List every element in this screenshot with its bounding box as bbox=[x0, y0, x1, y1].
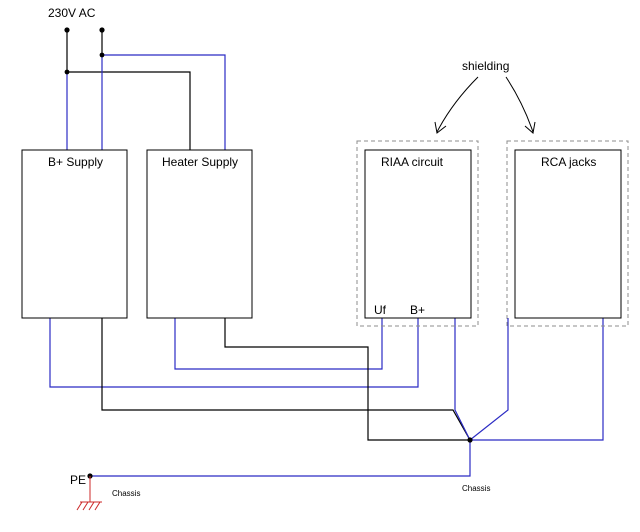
rca-jacks-box bbox=[514, 149, 622, 319]
ac-input-label: 230V AC bbox=[48, 6, 96, 20]
rca-shielding-outline bbox=[506, 140, 629, 327]
heater-supply-box bbox=[146, 149, 253, 319]
pe-label: PE bbox=[70, 473, 86, 487]
shielding-arrow-right bbox=[505, 76, 536, 134]
heater-supply-label: Heater Supply bbox=[162, 155, 238, 169]
ac-junction-right bbox=[99, 52, 105, 58]
star-ground-point bbox=[467, 437, 473, 443]
chassis-label-right: Chassis bbox=[462, 484, 490, 493]
ground-hatch bbox=[82, 501, 89, 511]
bplus-terminal-label: B+ bbox=[410, 303, 425, 317]
riaa-circuit-box bbox=[364, 149, 472, 319]
bsupply-return-wire bbox=[101, 318, 471, 441]
shielding-arrow-left-shaft bbox=[436, 76, 479, 133]
ac-wiring bbox=[64, 30, 226, 150]
shielding-arrow-left bbox=[434, 76, 479, 134]
b-supply-label: B+ Supply bbox=[48, 155, 103, 169]
chassis-link-wire bbox=[90, 440, 471, 477]
ground-hatch bbox=[88, 501, 95, 511]
riaa-circuit-label: RIAA circuit bbox=[381, 155, 444, 169]
chassis-ground-symbol bbox=[76, 476, 102, 511]
shielding-arrow-right-head bbox=[524, 121, 536, 134]
rca-ground-wire-2 bbox=[470, 318, 604, 441]
shielding-arrow-right-shaft bbox=[505, 76, 534, 133]
rca-jacks-label: RCA jacks bbox=[541, 155, 596, 169]
uf-terminal-label: Uf bbox=[374, 303, 387, 317]
chassis-label-left: Chassis bbox=[112, 489, 140, 498]
shielding-arrow-left-head bbox=[434, 121, 447, 134]
bplus-wire bbox=[49, 318, 419, 388]
heater-ac-wire-1 bbox=[67, 71, 191, 150]
ground-hatch bbox=[76, 501, 83, 511]
ac-junction-left bbox=[64, 69, 70, 75]
riaa-ground-wire bbox=[454, 318, 471, 441]
output-wiring bbox=[49, 318, 604, 477]
rca-ground-wire-1 bbox=[469, 318, 509, 441]
ground-hatch bbox=[94, 501, 101, 511]
heater-uf-wire bbox=[174, 318, 383, 370]
riaa-shielding-outline bbox=[356, 140, 479, 327]
shielding-label: shielding bbox=[462, 59, 509, 73]
b-supply-box bbox=[21, 149, 128, 319]
heater-return-wire bbox=[224, 318, 470, 441]
heater-ac-wire-2 bbox=[102, 54, 226, 150]
